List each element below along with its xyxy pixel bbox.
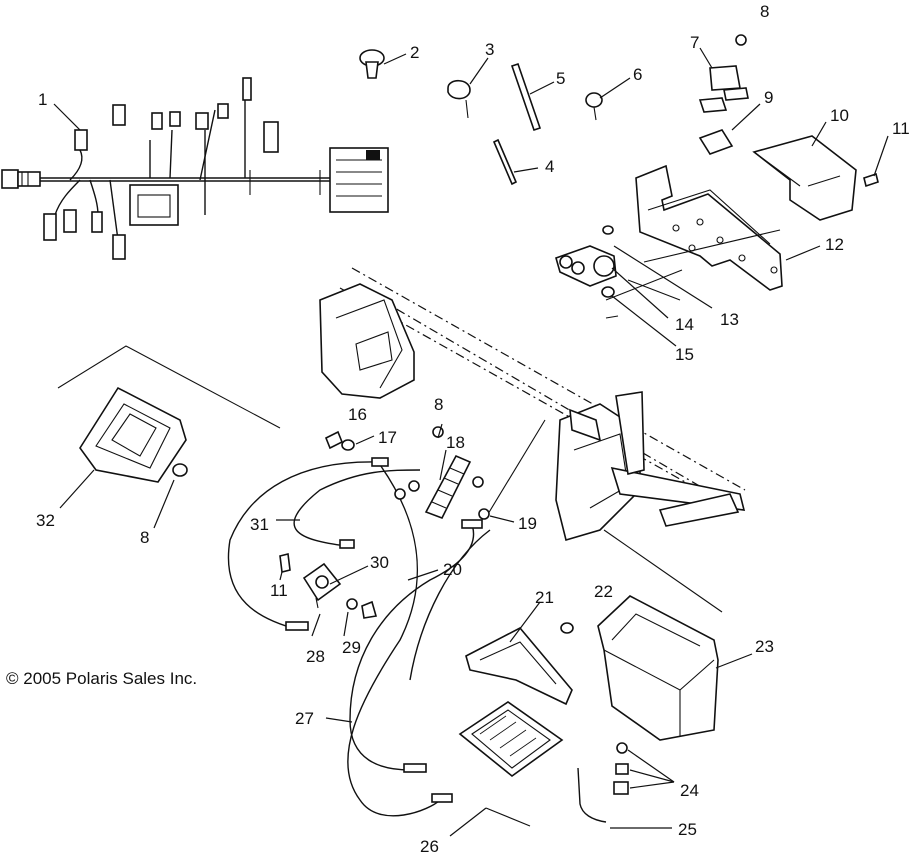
callout-26: 26 bbox=[420, 837, 439, 855]
callout-18: 18 bbox=[446, 433, 465, 452]
callout-1: 1 bbox=[38, 90, 47, 109]
frame bbox=[319, 267, 746, 542]
callout-16: 16 bbox=[348, 405, 367, 424]
part-15-washer bbox=[601, 286, 615, 298]
callout-labels: 1 2 3 4 5 6 7 8 9 10 11 12 13 14 15 16 1… bbox=[36, 2, 910, 855]
callout-10: 10 bbox=[830, 106, 849, 125]
part-19-bolts bbox=[394, 476, 490, 520]
part-30-starter-relay bbox=[302, 562, 342, 609]
part-24-spacers bbox=[613, 742, 629, 795]
callout-14: 14 bbox=[675, 315, 694, 334]
callout-31: 31 bbox=[250, 515, 269, 534]
callout-7: 7 bbox=[690, 33, 699, 52]
battery-pad bbox=[458, 701, 564, 778]
part-6-fastener bbox=[585, 92, 603, 121]
part-2-fastener bbox=[359, 49, 385, 79]
callout-5: 5 bbox=[556, 69, 565, 88]
callout-8-top: 8 bbox=[760, 2, 769, 21]
part-25-vent-tube bbox=[577, 767, 607, 823]
part-12-mount-plate bbox=[635, 164, 783, 291]
part-9-relay bbox=[698, 129, 734, 155]
wiring-harness bbox=[1, 77, 389, 260]
part-4-rod bbox=[492, 138, 518, 186]
callout-8-left: 8 bbox=[140, 528, 149, 547]
callout-15: 15 bbox=[675, 345, 694, 364]
callout-32: 32 bbox=[36, 511, 55, 530]
part-11-screw-mid bbox=[279, 553, 291, 573]
callout-12: 12 bbox=[825, 235, 844, 254]
part-10-cover bbox=[752, 135, 857, 221]
part-17-washer bbox=[341, 439, 355, 451]
callout-11-mid: 11 bbox=[270, 581, 288, 600]
callout-4: 4 bbox=[545, 157, 554, 176]
part-11-screw-top bbox=[863, 172, 879, 188]
callout-22: 22 bbox=[594, 582, 613, 601]
callout-17: 17 bbox=[378, 428, 397, 447]
part-16-bolt bbox=[324, 430, 344, 450]
part-14-solenoid bbox=[555, 245, 617, 287]
part-5-rod bbox=[510, 62, 542, 132]
callout-28: 28 bbox=[306, 647, 325, 666]
callout-29: 29 bbox=[342, 638, 361, 657]
part-7-bracket bbox=[698, 65, 749, 113]
part-3-clamp bbox=[447, 79, 471, 119]
callout-2: 2 bbox=[410, 43, 419, 62]
part-8-bolt-mid bbox=[432, 426, 444, 438]
reference-lines bbox=[57, 175, 841, 613]
part-28-washer bbox=[346, 598, 358, 610]
callout-20: 20 bbox=[443, 560, 462, 579]
callout-21: 21 bbox=[535, 588, 554, 607]
battery-cables bbox=[227, 457, 491, 817]
callout-8-mid: 8 bbox=[434, 395, 443, 414]
part-23-battery-box bbox=[597, 595, 719, 741]
callout-27: 27 bbox=[295, 709, 314, 728]
callout-25: 25 bbox=[678, 820, 697, 839]
part-13-screw bbox=[602, 225, 614, 235]
part-18-terminal-block bbox=[424, 454, 472, 520]
callout-24: 24 bbox=[680, 781, 699, 800]
callout-3: 3 bbox=[485, 40, 494, 59]
part-29-nut bbox=[361, 600, 378, 619]
copyright-notice: © 2005 Polaris Sales Inc. bbox=[6, 669, 197, 688]
part-32-control-module bbox=[79, 386, 188, 483]
part-22-nut bbox=[560, 622, 574, 634]
callout-23: 23 bbox=[755, 637, 774, 656]
callout-13: 13 bbox=[720, 310, 739, 329]
callout-6: 6 bbox=[633, 65, 642, 84]
callout-11-top: 11 bbox=[892, 119, 910, 138]
part-8-nut-top bbox=[735, 34, 747, 46]
leader-lines bbox=[53, 47, 889, 837]
callout-9: 9 bbox=[764, 88, 773, 107]
part-21-hold-down bbox=[465, 626, 573, 706]
callout-30: 30 bbox=[370, 553, 389, 572]
callout-19: 19 bbox=[518, 514, 537, 533]
